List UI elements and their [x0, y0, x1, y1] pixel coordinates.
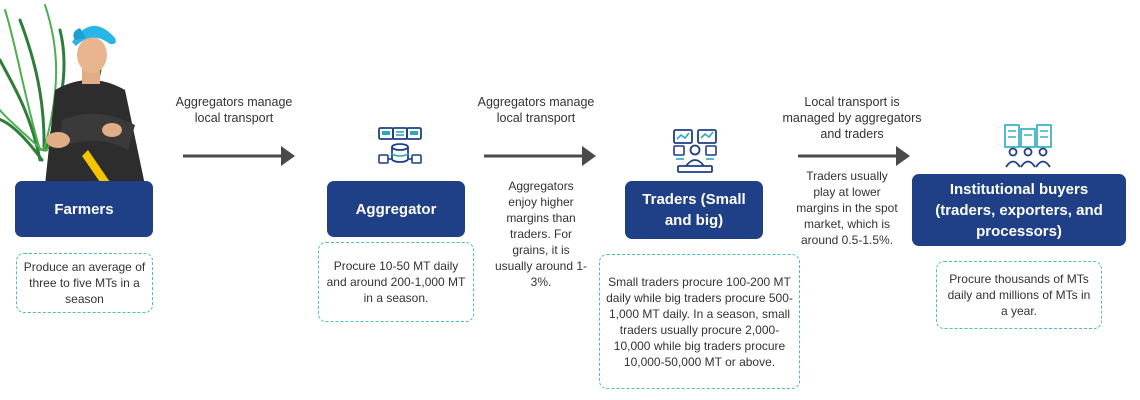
- stage-institutional-buyers: Institutional buyers (traders, exporters…: [912, 174, 1126, 246]
- trader-dashboard-icon: [673, 129, 717, 173]
- flow-arrow-3: [798, 146, 910, 166]
- flow-arrow-2: [484, 146, 596, 166]
- stage-aggregator: Aggregator: [327, 181, 465, 237]
- margin-note-aggregators: Aggregators enjoy higher margins than tr…: [494, 179, 588, 289]
- transport-label-1: Aggregators manage local transport: [175, 95, 293, 125]
- note-institutional-buyers: Procure thousands of MTs daily and milli…: [936, 261, 1102, 329]
- note-traders: Small traders procure 100-200 MT daily w…: [599, 254, 800, 389]
- margin-note-traders: Traders usually play at lower margins in…: [796, 169, 898, 247]
- transport-label-2: Aggregators manage local transport: [477, 95, 595, 125]
- farmer-illustration: [0, 4, 145, 185]
- buildings-group-icon: [1004, 124, 1052, 168]
- transport-label-3: Local transport is managed by aggregator…: [782, 95, 922, 141]
- stage-traders: Traders (Small and big): [625, 181, 763, 239]
- stage-farmers: Farmers: [15, 181, 153, 237]
- flow-arrow-1: [183, 146, 295, 166]
- note-aggregator: Procure 10-50 MT daily and around 200-1,…: [318, 242, 474, 322]
- note-farmers: Produce an average of three to five MTs …: [16, 253, 153, 313]
- database-network-icon: [378, 127, 422, 164]
